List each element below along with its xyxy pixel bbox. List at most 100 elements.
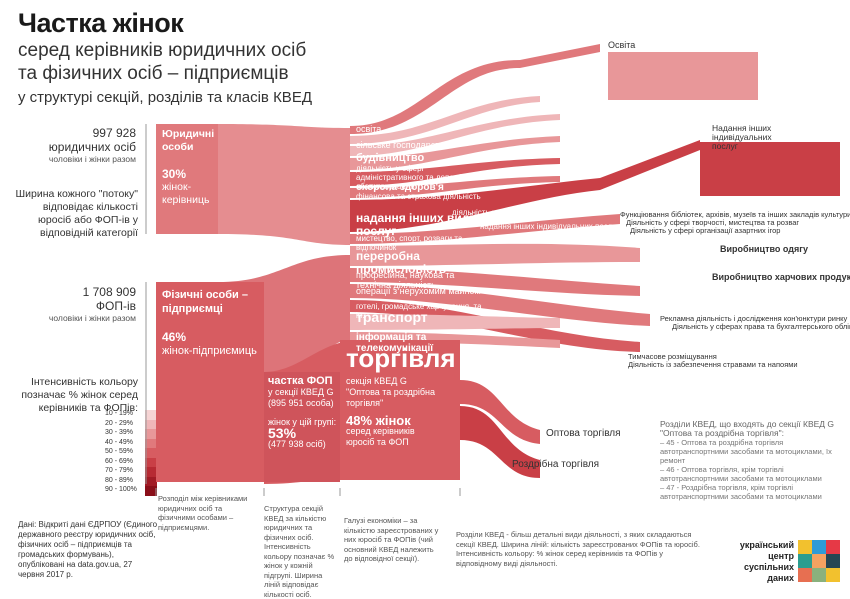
right-label: Діяльність у сферах права та бухгалтерсь… [672, 322, 850, 331]
note-2: Структура секцій КВЕД за кількістю юриди… [264, 504, 335, 599]
fop-share-line4: (477 938 осіб) [268, 439, 326, 449]
kved-note-title: Розділи КВЕД, що входять до секції КВЕД … [660, 419, 835, 438]
legal-entities-box [156, 124, 218, 234]
legend-swatch [145, 467, 157, 477]
right-label: Рекламна діяльність і дослідження кон'юн… [660, 314, 848, 323]
legend-item: 50 - 59% [105, 448, 165, 458]
source-note: Дані: Відкриті дані ЄДРПОУ (Єдиного держ… [18, 520, 158, 579]
flow-legal-trunk [218, 124, 350, 245]
flow-professional [350, 268, 640, 296]
right-label: Діяльність із забезпечення стравами та н… [628, 360, 798, 369]
section-label: транспорт [356, 309, 428, 325]
education-box-title: Освіта [608, 40, 636, 50]
section-label: інформація та телекомунікації [356, 332, 434, 354]
fop-share-line1: у секції КВЕД G [268, 387, 334, 397]
fop-box-pct: 46% [162, 330, 187, 344]
section-label: переробна промисловість [356, 249, 447, 276]
section-label: освіта [356, 124, 382, 134]
flow-finance [350, 176, 560, 198]
legend-swatch [145, 438, 157, 448]
fop-box-title: Фізичні особи – підприємці [162, 289, 248, 315]
legend-item: 90 - 100% [105, 486, 165, 496]
trade-line1: секція КВЕД G [346, 376, 407, 386]
trade-pct: 48% жінок [346, 413, 411, 428]
education-table [608, 52, 758, 100]
legend-item: 10 - 19% [105, 410, 165, 420]
legend-label: 40 - 49% [105, 438, 134, 446]
note-4: Розділи КВЕД - більш детальні види діяль… [456, 530, 700, 568]
fop-count-block: 1 708 909 ФОП-ів чоловіки і жінки разом [20, 285, 136, 323]
flow-real-estate [350, 284, 650, 326]
legend-swatch [145, 486, 157, 496]
trade-line2: "Оптова та роздрібна торгівля" [346, 387, 436, 408]
legend-item: 70 - 79% [105, 467, 165, 477]
note-3: Галузі економіки – за кількістю зареєстр… [344, 516, 439, 563]
wholesale-label: Оптова торгівля [546, 428, 621, 439]
legend-swatch [145, 429, 157, 439]
legend-item: 30 - 39% [105, 429, 165, 439]
section-label: сільське господарство [356, 140, 450, 150]
fop-share-pct: 53% [268, 425, 297, 441]
legal-count: 997 928 [92, 126, 136, 140]
right-label: Тимчасове розміщування [628, 352, 717, 361]
section-label: охорона здоров'я [356, 182, 444, 193]
trade-line4: юросіб та ФОП [346, 437, 409, 447]
right-label: Виробництво одягу [720, 244, 809, 254]
flow-transport [350, 314, 560, 330]
legend-label: 90 - 100% [105, 486, 137, 493]
fop-share-box [264, 372, 340, 482]
fop-share-line3: жінок у цій групі: [268, 417, 337, 427]
legal-label: юридичних осіб [48, 140, 136, 154]
right-label: Діяльність у сфері організації азартних … [630, 226, 781, 235]
fop-box-pct-text: жінок-підприємиць [162, 345, 257, 357]
retail-label: Роздрібна торгівля [512, 459, 600, 470]
fop-note: чоловіки і жінки разом [48, 313, 136, 323]
flow-education [350, 44, 600, 134]
section-label: фінансова та страхова діяльність [356, 192, 481, 201]
section-label: надання інших видів послуг [356, 211, 481, 238]
kved-note-item-1: – 45 - Оптова та роздрібна торгівля авто… [660, 438, 832, 465]
legend-label: 70 - 79% [105, 467, 134, 474]
flow-construction [350, 114, 560, 156]
fop-box-text: Фізичні особи – підприємці 46% жінок-під… [162, 288, 258, 358]
legend-swatch [145, 410, 157, 420]
section-label: мистецтво, спорт, розваги та відпочинок [356, 234, 463, 252]
trade-title: торгівля [346, 343, 456, 373]
section-label: професійна, наукова та технічна діяльніс… [356, 270, 455, 290]
legend-label: 50 - 59% [105, 448, 134, 455]
legend-item: 60 - 69% [105, 457, 165, 467]
kved-note-item-3: – 47 - Роздрібна торгівля, крім торгівлі… [660, 483, 822, 501]
legal-box-title: Юридичні особи [162, 128, 215, 153]
section-label: готелі, громадське харчування, та ін. [356, 302, 482, 320]
right-label: Виробництво харчових продуктів [712, 272, 850, 282]
flow-agriculture [350, 96, 540, 144]
subtitle-line-1: серед керівників юридичних осіб [18, 40, 307, 61]
sub-label-ngo: діяльність громадських організацій [452, 208, 582, 217]
legend-label: 60 - 69% [105, 457, 134, 465]
color-legend-title: Інтенсивність кольору позначає % жінок с… [21, 376, 138, 414]
fop-box [156, 282, 264, 482]
trade-line3: серед керівників [346, 426, 415, 436]
ucsd-logo: український центр суспільних даних [740, 540, 840, 590]
legend-swatch [145, 419, 157, 429]
legend-item: 40 - 49% [105, 438, 165, 448]
sub-label-services: надання інших індивідуальних послуг [480, 222, 620, 231]
fop-share-title: частка ФОП [268, 375, 333, 387]
legend-label: 80 - 89% [105, 476, 134, 484]
legal-box-pct-text: жінок-керівниць [162, 181, 210, 206]
legend-swatch [145, 476, 157, 486]
flow-manufacturing [350, 243, 640, 266]
legend-item: 20 - 29% [105, 419, 165, 429]
page-title: Частка жінок [18, 8, 184, 38]
logo-mosaic-icon [798, 540, 840, 582]
width-note: Ширина кожного "потоку" відповідає кільк… [15, 188, 138, 239]
section-label: операції з нерухомим майном [356, 286, 481, 296]
kved-note-item-2: – 46 - Оптова торгівля, крім торгівлі ав… [660, 465, 822, 483]
fop-count: 1 708 909 [82, 285, 136, 299]
legend-swatch [145, 448, 157, 458]
legend-swatch [145, 457, 157, 467]
legal-box-pct: 30% [162, 167, 187, 181]
logo-text: український центр суспільних даних [739, 540, 794, 583]
subtitle-line-2: та фізичних осіб – підприємців [18, 63, 289, 84]
right-label: Діяльність у сфері творчості, мистецтва … [626, 218, 800, 227]
